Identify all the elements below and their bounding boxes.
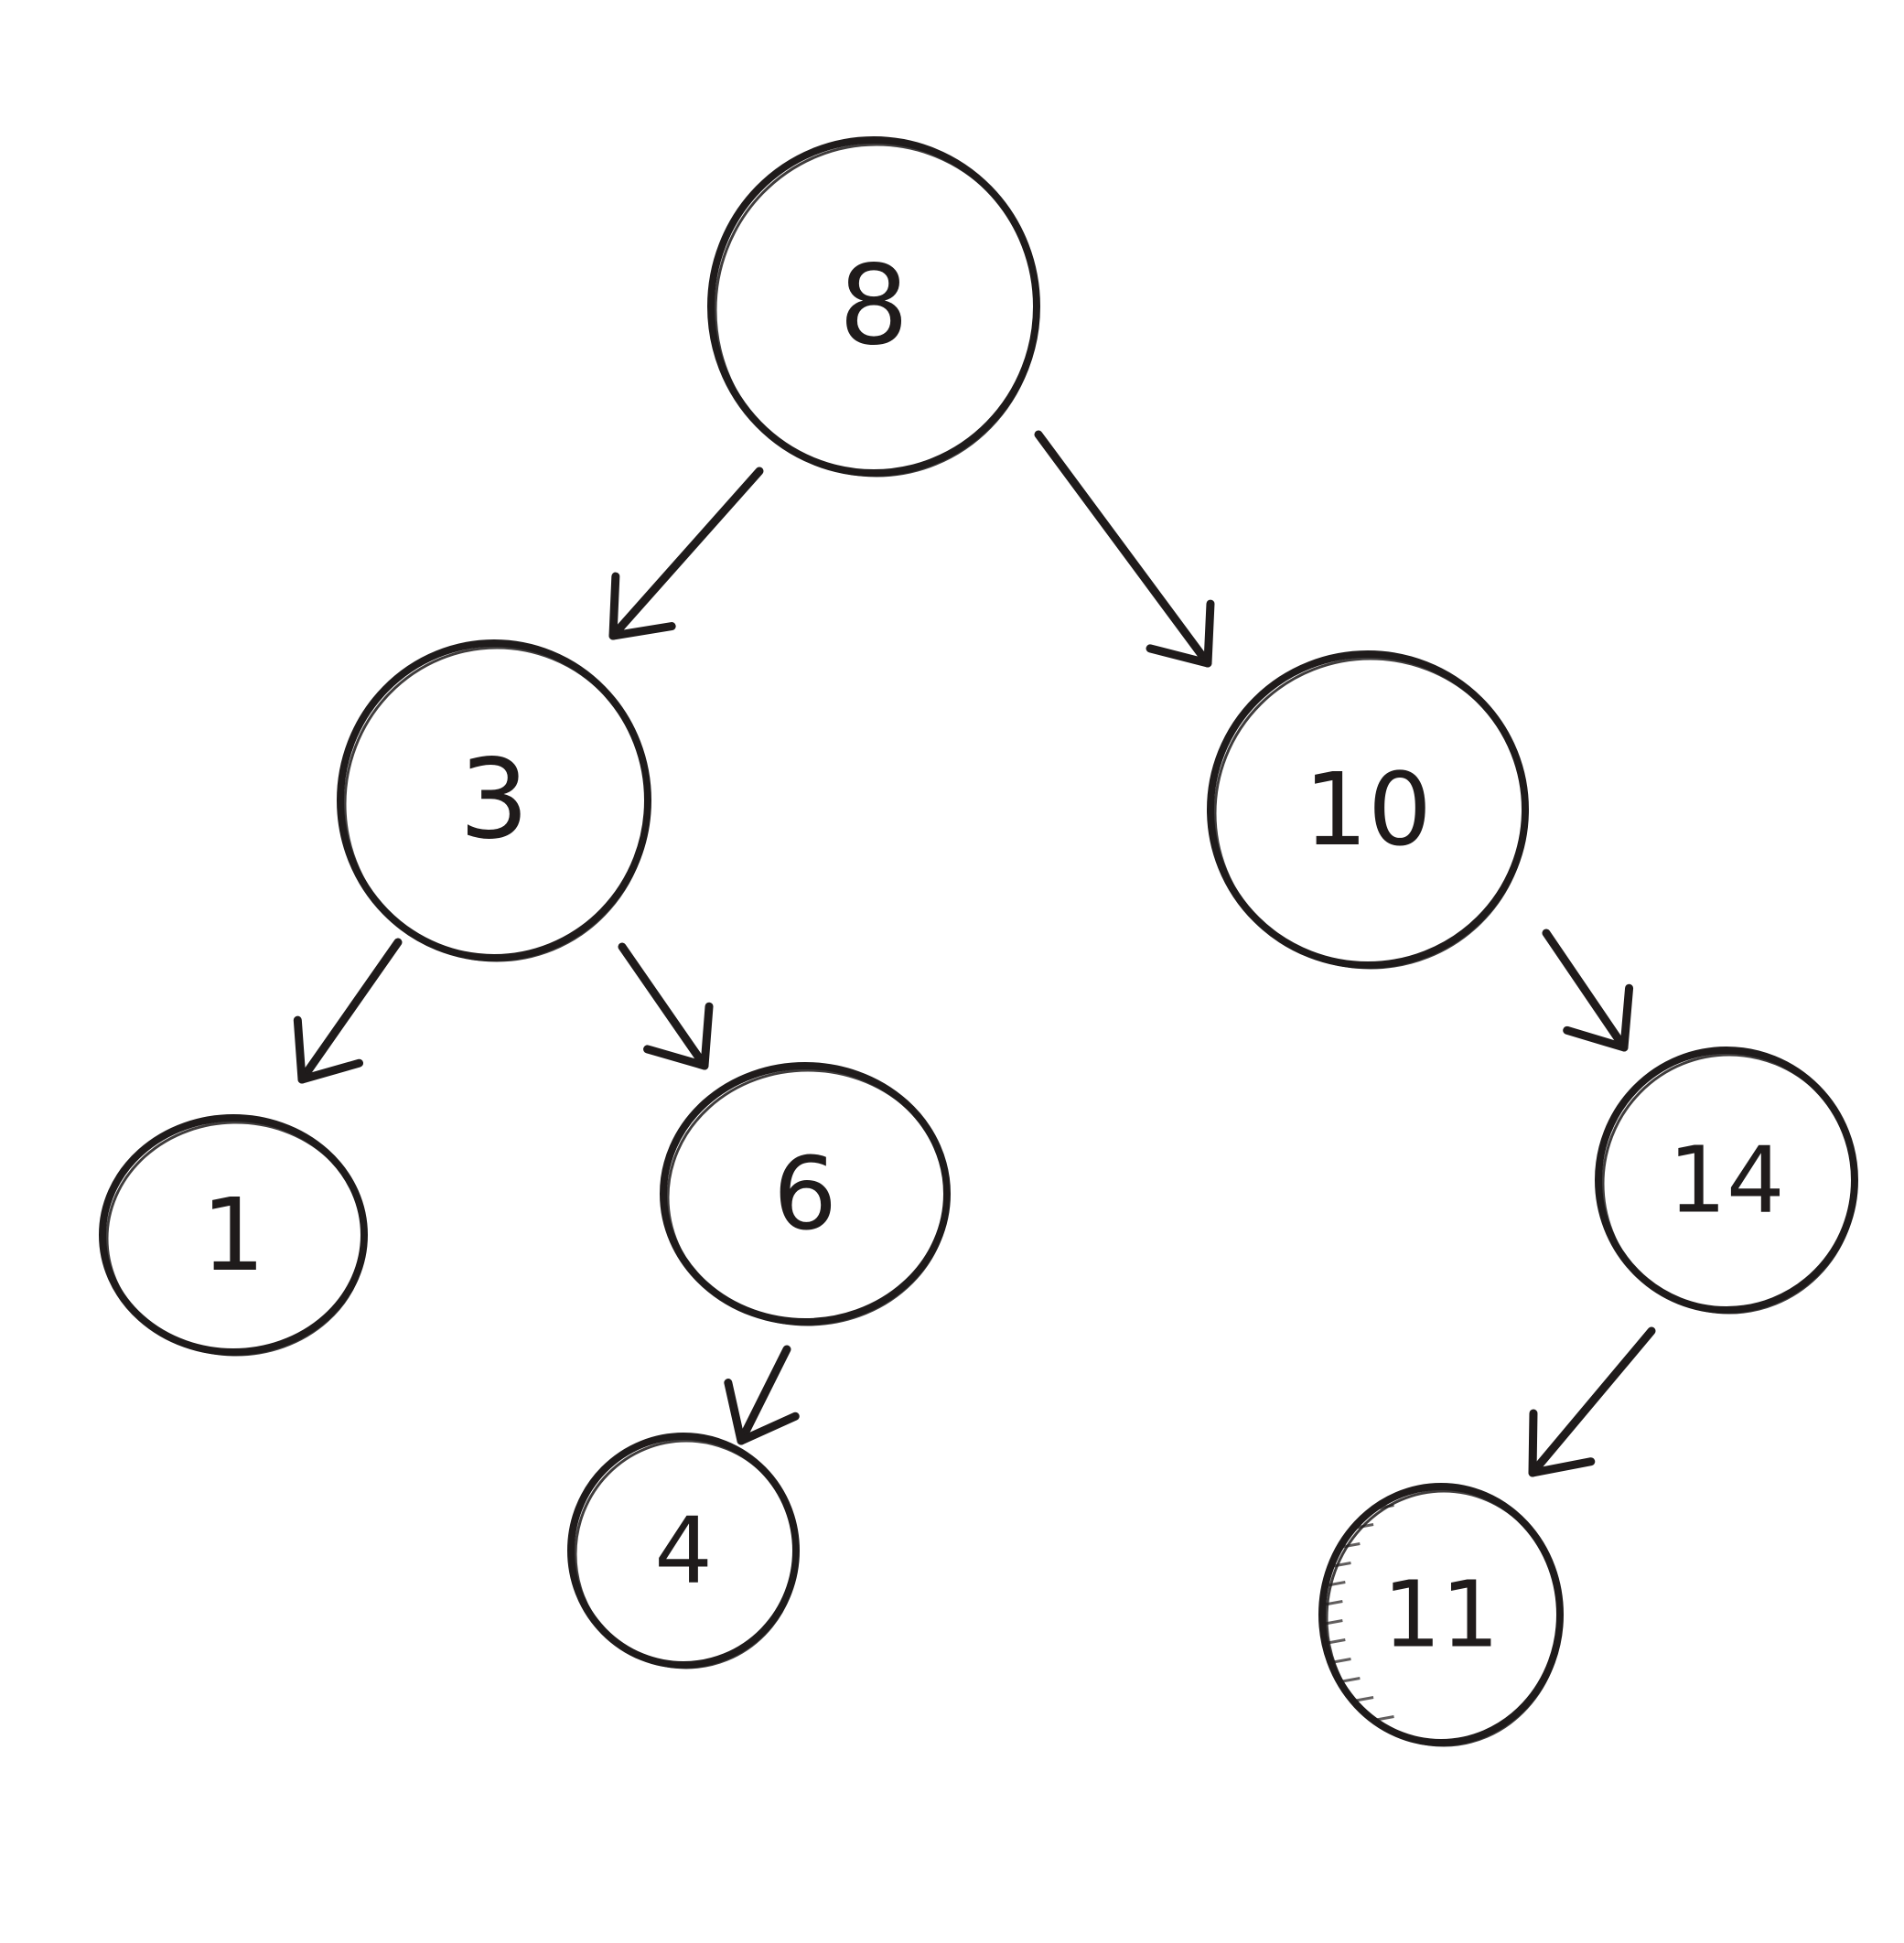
hatch-line (1330, 1562, 1351, 1568)
hatch-line (1322, 1600, 1343, 1606)
hatch-line (1322, 1619, 1343, 1626)
hatch-line (1325, 1581, 1346, 1587)
edge-line (737, 1345, 791, 1445)
arrowhead-icon (1563, 983, 1634, 1052)
node-circle-outline (666, 1068, 950, 1326)
edge-line (608, 467, 764, 640)
hatch-line (1373, 1504, 1394, 1510)
node-circle-outline (714, 143, 1039, 478)
node-label: 3 (459, 737, 529, 864)
node-circle-outline (105, 1121, 367, 1357)
edge-n14-n11 (1528, 1326, 1656, 1477)
edge-n3-n6 (618, 942, 714, 1070)
hatch-line (1339, 1542, 1361, 1549)
tree-node-8: 8 (707, 136, 1040, 478)
node-label: 4 (654, 1498, 713, 1605)
node-circle-outline (1213, 657, 1528, 970)
node-circle-outline (343, 646, 651, 962)
tree-node-6: 6 (660, 1062, 951, 1326)
edge-line (297, 938, 403, 1084)
tree-node-1: 1 (99, 1114, 368, 1357)
node-label: 6 (773, 1135, 837, 1252)
edge-n6-n4 (724, 1345, 800, 1445)
shading-hatch (1322, 1504, 1394, 1722)
arrowhead-icon (1146, 599, 1215, 668)
hatch-line (1325, 1638, 1346, 1645)
arrowhead-icon (724, 1379, 800, 1445)
arrowhead-icon (608, 572, 676, 640)
edge-n8-n10 (1034, 430, 1215, 668)
node-label: 11 (1382, 1562, 1499, 1669)
hatch-line (1352, 1523, 1374, 1530)
node-circle-outline (574, 1439, 799, 1669)
node-circle-outline (1601, 1053, 1857, 1315)
tree-node-14: 14 (1595, 1047, 1858, 1315)
hatch-line (1330, 1658, 1351, 1664)
edge-n8-n3 (608, 467, 764, 640)
arrowhead-icon (293, 1015, 364, 1084)
hatch-line (1339, 1677, 1361, 1683)
edge-line (1034, 430, 1212, 668)
edges-layer (293, 430, 1656, 1477)
node-circle-outline (1325, 1489, 1563, 1747)
arrowhead-icon (1528, 1409, 1596, 1477)
edge-line (1542, 929, 1629, 1052)
node-label: 1 (201, 1176, 265, 1294)
edge-line (1528, 1326, 1656, 1477)
hatch-line (1352, 1696, 1374, 1702)
edge-n10-n14 (1542, 929, 1634, 1052)
node-label: 14 (1668, 1127, 1784, 1234)
edge-line (618, 942, 709, 1070)
nodes-layer: 8 3 10 1 6 14 4 11 (99, 136, 1858, 1747)
node-label: 10 (1304, 751, 1432, 868)
hatch-line (1373, 1715, 1394, 1722)
tree-node-3: 3 (337, 639, 651, 962)
tree-node-4: 4 (567, 1433, 800, 1669)
arrowhead-icon (643, 1002, 714, 1070)
edge-n3-n1 (293, 938, 403, 1084)
tree-node-11: 11 (1318, 1483, 1564, 1747)
tree-node-10: 10 (1207, 650, 1529, 970)
node-label: 8 (839, 243, 909, 370)
